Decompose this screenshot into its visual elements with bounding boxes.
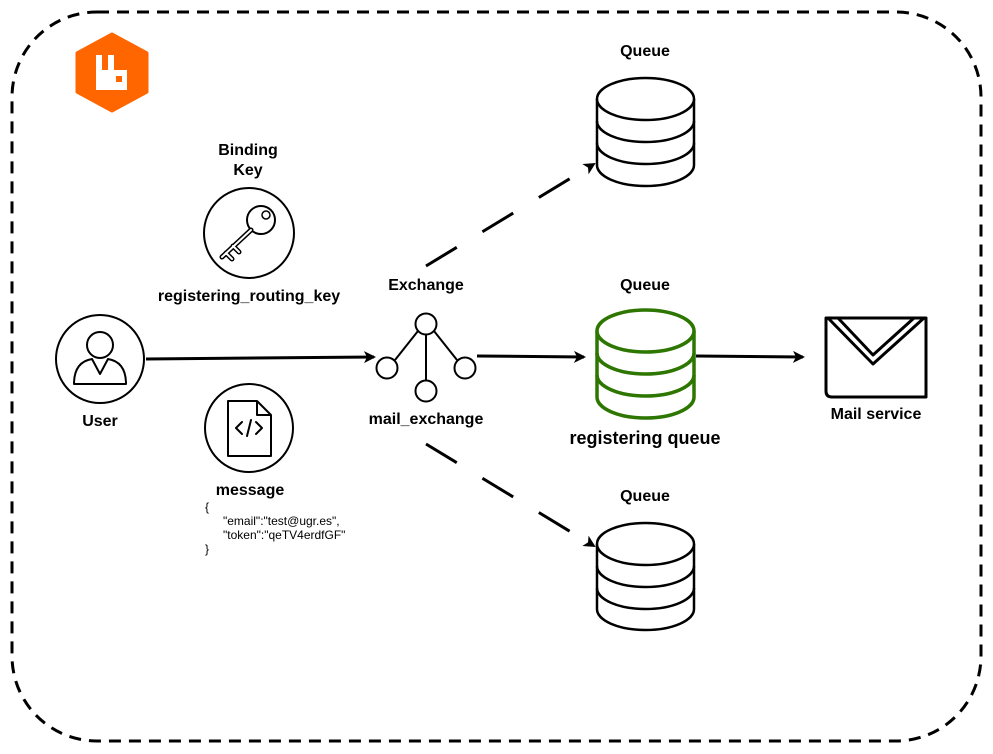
binding-key-title-line1: Binding bbox=[218, 142, 278, 159]
bottom-queue-title: Queue bbox=[620, 488, 670, 505]
code-file-icon bbox=[204, 383, 294, 473]
message-body-token: "token":"qeTV4erdfGF" bbox=[223, 528, 345, 542]
message-body-open: { bbox=[205, 500, 209, 514]
registering-queue-database-icon bbox=[595, 308, 696, 420]
routing-key-label: registering_routing_key bbox=[158, 288, 340, 305]
key-icon bbox=[203, 187, 295, 279]
exchange-to-bottom-queue-dashed-arrow bbox=[425, 442, 596, 548]
exchange-to-registering-queue-arrow bbox=[476, 350, 586, 363]
user-label: User bbox=[82, 413, 118, 430]
message-body-close: } bbox=[205, 542, 209, 556]
rabbitmq-logo-icon bbox=[75, 32, 149, 113]
binding-key-title-line2: Key bbox=[233, 162, 262, 179]
exchange-name: mail_exchange bbox=[369, 411, 484, 428]
exchange-to-top-queue-dashed-arrow bbox=[425, 162, 596, 268]
envelope-icon bbox=[824, 316, 928, 399]
system-boundary bbox=[10, 10, 983, 743]
message-label: message bbox=[216, 482, 285, 499]
top-queue-title: Queue bbox=[620, 43, 670, 60]
registering-queue-to-mail-arrow bbox=[695, 350, 805, 363]
database-icon bbox=[595, 521, 696, 632]
exchange-title: Exchange bbox=[388, 277, 464, 294]
registering-queue-name: registering queue bbox=[569, 428, 720, 448]
middle-queue-title: Queue bbox=[620, 277, 670, 294]
user-icon bbox=[55, 314, 145, 404]
message-body-email: "email":"test@ugr.es", bbox=[223, 514, 340, 528]
database-icon bbox=[595, 76, 696, 188]
user-to-exchange-arrow bbox=[145, 351, 376, 364]
exchange-icon bbox=[375, 312, 477, 403]
mail-service-label: Mail service bbox=[831, 406, 922, 423]
